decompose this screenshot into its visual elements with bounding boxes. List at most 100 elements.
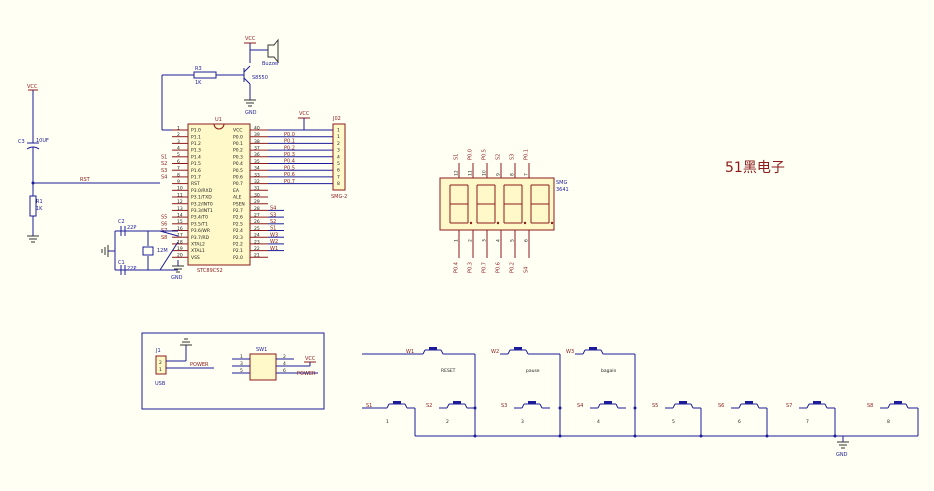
usb-name: USB xyxy=(155,381,166,387)
mcu-pin-num-22: 22 xyxy=(254,246,260,252)
c2-value: 22P xyxy=(127,225,136,231)
mcu-pin-name-16: P3.6/WR xyxy=(191,228,210,234)
display-dp-1 xyxy=(469,221,473,225)
mcu-pin-name-32: P0.7 xyxy=(233,181,243,187)
display-bottom-pin-num-6: 6 xyxy=(524,239,530,242)
row-button-W3[interactable] xyxy=(575,347,611,355)
col-button-S5[interactable] xyxy=(665,401,701,409)
mcu-pin-name-38: P0.1 xyxy=(233,141,243,147)
mcu-pin-num-38: 38 xyxy=(254,139,260,145)
col-button-net-S3: S3 xyxy=(501,403,507,409)
mcu-pin-num-6: 6 xyxy=(177,159,180,165)
mcu-pin-name-29: PSEN xyxy=(233,201,245,207)
mcu-right-net-36: P0.3 xyxy=(284,152,295,158)
mcu-pin-num-27: 27 xyxy=(254,213,260,219)
mcu-left-net-7: S3 xyxy=(161,168,167,174)
display-top-pin-num-1: 12 xyxy=(454,170,460,176)
mcu-pin-name-9: RST xyxy=(191,181,200,187)
mcu-pin-num-11: 11 xyxy=(177,192,183,198)
mcu-ref: U1 xyxy=(215,117,222,123)
display-part: 3641 xyxy=(556,187,569,193)
header-ref: J02 xyxy=(332,116,341,122)
mcu-left-net-15: S6 xyxy=(161,221,167,227)
mcu-pin-num-8: 8 xyxy=(177,172,180,178)
mcu-pin-name-23: P2.2 xyxy=(233,242,243,248)
display-top-net-2: P0.0 xyxy=(468,149,474,160)
mcu-pin-name-31: EA xyxy=(233,188,240,194)
col-button-S3[interactable] xyxy=(514,401,550,409)
display-top-net-6: P0.1 xyxy=(524,149,530,160)
sw1-ref: SW1 xyxy=(256,347,267,353)
col-button-label-S3: 3 xyxy=(521,419,524,425)
mcu-pin-num-1: 1 xyxy=(177,125,180,131)
c3-ref: C3 xyxy=(18,139,25,145)
mcu-pin-num-19: 19 xyxy=(177,246,183,252)
display-digit-3 xyxy=(503,184,523,224)
col-button-S6[interactable] xyxy=(731,401,767,409)
usb-pin-2: 2 xyxy=(159,360,162,366)
mcu-pin-num-7: 7 xyxy=(177,166,180,172)
sw1-pin-5: 5 xyxy=(240,368,243,374)
mcu-pin-name-22: P2.1 xyxy=(233,248,243,254)
mcu-pin-name-40: VCC xyxy=(233,128,242,134)
mcu-pin-name-35: P0.4 xyxy=(233,161,243,167)
col-button-label-S4: 4 xyxy=(597,419,600,425)
display-bottom-pin-num-4: 4 xyxy=(496,239,502,242)
buzzer-label: Buzzer xyxy=(262,61,280,67)
row-button-W1[interactable] xyxy=(415,347,451,355)
c1-ref: C1 xyxy=(118,260,125,266)
mcu-right-net-25: S1 xyxy=(270,226,276,232)
mcu-right-net-28: S4 xyxy=(270,206,276,212)
display-top-pin-num-4: 9 xyxy=(496,173,502,176)
mcu-left-net-5: S1 xyxy=(161,154,167,160)
seven-segment-display: SMG 3641 S112P0.011P0.510S29S38P0.171P0.… xyxy=(439,149,569,273)
mcu-right-net-27: S3 xyxy=(270,212,276,218)
display-top-pin-num-2: 11 xyxy=(468,170,474,176)
mcu-right-net-33: P0.6 xyxy=(284,172,295,178)
mcu-gnd-label: GND xyxy=(171,275,183,281)
button-gnd-label: GND xyxy=(836,452,848,458)
mcu-pin-num-39: 39 xyxy=(254,132,260,138)
col-button-net-S4: S4 xyxy=(577,403,583,409)
col-button-label-S7: 7 xyxy=(806,419,809,425)
mcu-pin-num-4: 4 xyxy=(177,146,180,152)
row-button-net-W3: W3 xyxy=(566,349,574,355)
sw1-pin-6: 6 xyxy=(283,368,286,374)
reset-circuit: VCC C3 10UF RST R1 1K xyxy=(18,84,160,243)
mcu-pin-num-10: 10 xyxy=(177,186,183,192)
mcu-pin-num-25: 25 xyxy=(254,226,260,232)
row-button-W2[interactable] xyxy=(500,347,536,355)
mcu-pin-name-13: P3.3/INT1 xyxy=(191,208,213,214)
mcu-pin-num-29: 29 xyxy=(254,199,260,205)
mcu-pin-name-1: P1.0 xyxy=(191,128,201,134)
display-digit-4 xyxy=(530,184,550,224)
mcu-pin-name-26: P2.5 xyxy=(233,221,243,227)
rst-net-label: RST xyxy=(80,177,91,183)
mcu-pin-num-33: 33 xyxy=(254,172,260,178)
mcu-pin-num-15: 15 xyxy=(177,219,183,225)
mcu-pin-num-34: 34 xyxy=(254,166,260,172)
sw1-power-net: POWER xyxy=(297,371,316,377)
sw1-pin-3: 3 xyxy=(240,361,243,367)
crystal-circuit: C2 22P C1 22P 12M xyxy=(101,219,179,275)
col-button-S1[interactable] xyxy=(379,401,415,409)
col-button-S4[interactable] xyxy=(590,401,626,409)
mcu-right-net-35: P0.4 xyxy=(284,159,295,165)
mcu-right-net-32: P0.7 xyxy=(284,179,295,185)
mcu-vcc-label: VCC xyxy=(299,111,310,117)
mcu-pin-name-2: P1.1 xyxy=(191,134,201,140)
mcu-pin-name-36: P0.3 xyxy=(233,154,243,160)
display-top-net-3: P0.5 xyxy=(482,149,488,160)
mcu-pin-num-16: 16 xyxy=(177,226,183,232)
col-button-S2[interactable] xyxy=(439,401,475,409)
col-button-S7[interactable] xyxy=(799,401,835,409)
col-button-S8[interactable] xyxy=(880,401,916,409)
mcu-pin-name-27: P2.6 xyxy=(233,215,243,221)
mcu-pin-name-37: P0.2 xyxy=(233,148,243,154)
mcu-pin-name-14: P3.4/T0 xyxy=(191,215,208,221)
mcu-pin-name-8: P1.7 xyxy=(191,175,201,181)
mcu-pin-num-14: 14 xyxy=(177,213,183,219)
mcu-pin-num-2: 2 xyxy=(177,132,180,138)
